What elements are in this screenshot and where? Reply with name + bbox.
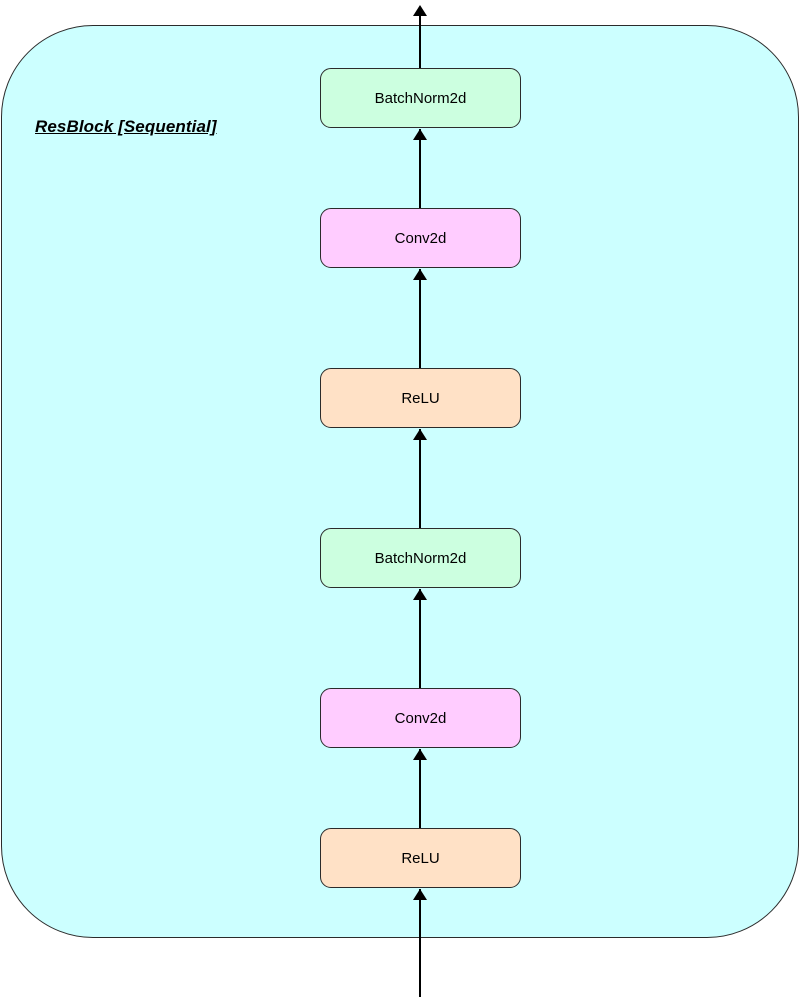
node-label: Conv2d — [394, 709, 447, 727]
arrowhead-output — [413, 5, 427, 16]
node-label: BatchNorm2d — [374, 549, 467, 567]
connector-output — [419, 8, 421, 68]
node-conv2d-1[interactable]: Conv2d — [320, 688, 521, 748]
node-label: BatchNorm2d — [374, 89, 467, 107]
node-conv2d-2[interactable]: Conv2d — [320, 208, 521, 268]
arrowhead-into-batchnorm-2 — [413, 129, 427, 140]
node-batchnorm2d-2[interactable]: BatchNorm2d — [320, 68, 521, 128]
arrowhead-into-batchnorm-1 — [413, 589, 427, 600]
node-batchnorm2d-1[interactable]: BatchNorm2d — [320, 528, 521, 588]
node-label: ReLU — [401, 849, 440, 867]
arrowhead-into-conv-2 — [413, 269, 427, 280]
group-title: ResBlock [Sequential] — [35, 117, 217, 136]
arrowhead-into-relu-2 — [413, 429, 427, 440]
node-relu-2[interactable]: ReLU — [320, 368, 521, 428]
node-label: Conv2d — [394, 229, 447, 247]
connector-relu1-to-conv1 — [419, 749, 421, 828]
resblock-group-container[interactable] — [1, 25, 799, 938]
connector-input — [419, 889, 421, 997]
arrowhead-into-conv-1 — [413, 749, 427, 760]
connector-conv1-to-bn1 — [419, 589, 421, 688]
connector-relu2-to-conv2 — [419, 269, 421, 368]
node-label: ReLU — [401, 389, 440, 407]
node-relu-1[interactable]: ReLU — [320, 828, 521, 888]
connector-bn1-to-relu2 — [419, 429, 421, 528]
arrowhead-into-relu-1 — [413, 889, 427, 900]
connector-conv2-to-bn2 — [419, 129, 421, 208]
